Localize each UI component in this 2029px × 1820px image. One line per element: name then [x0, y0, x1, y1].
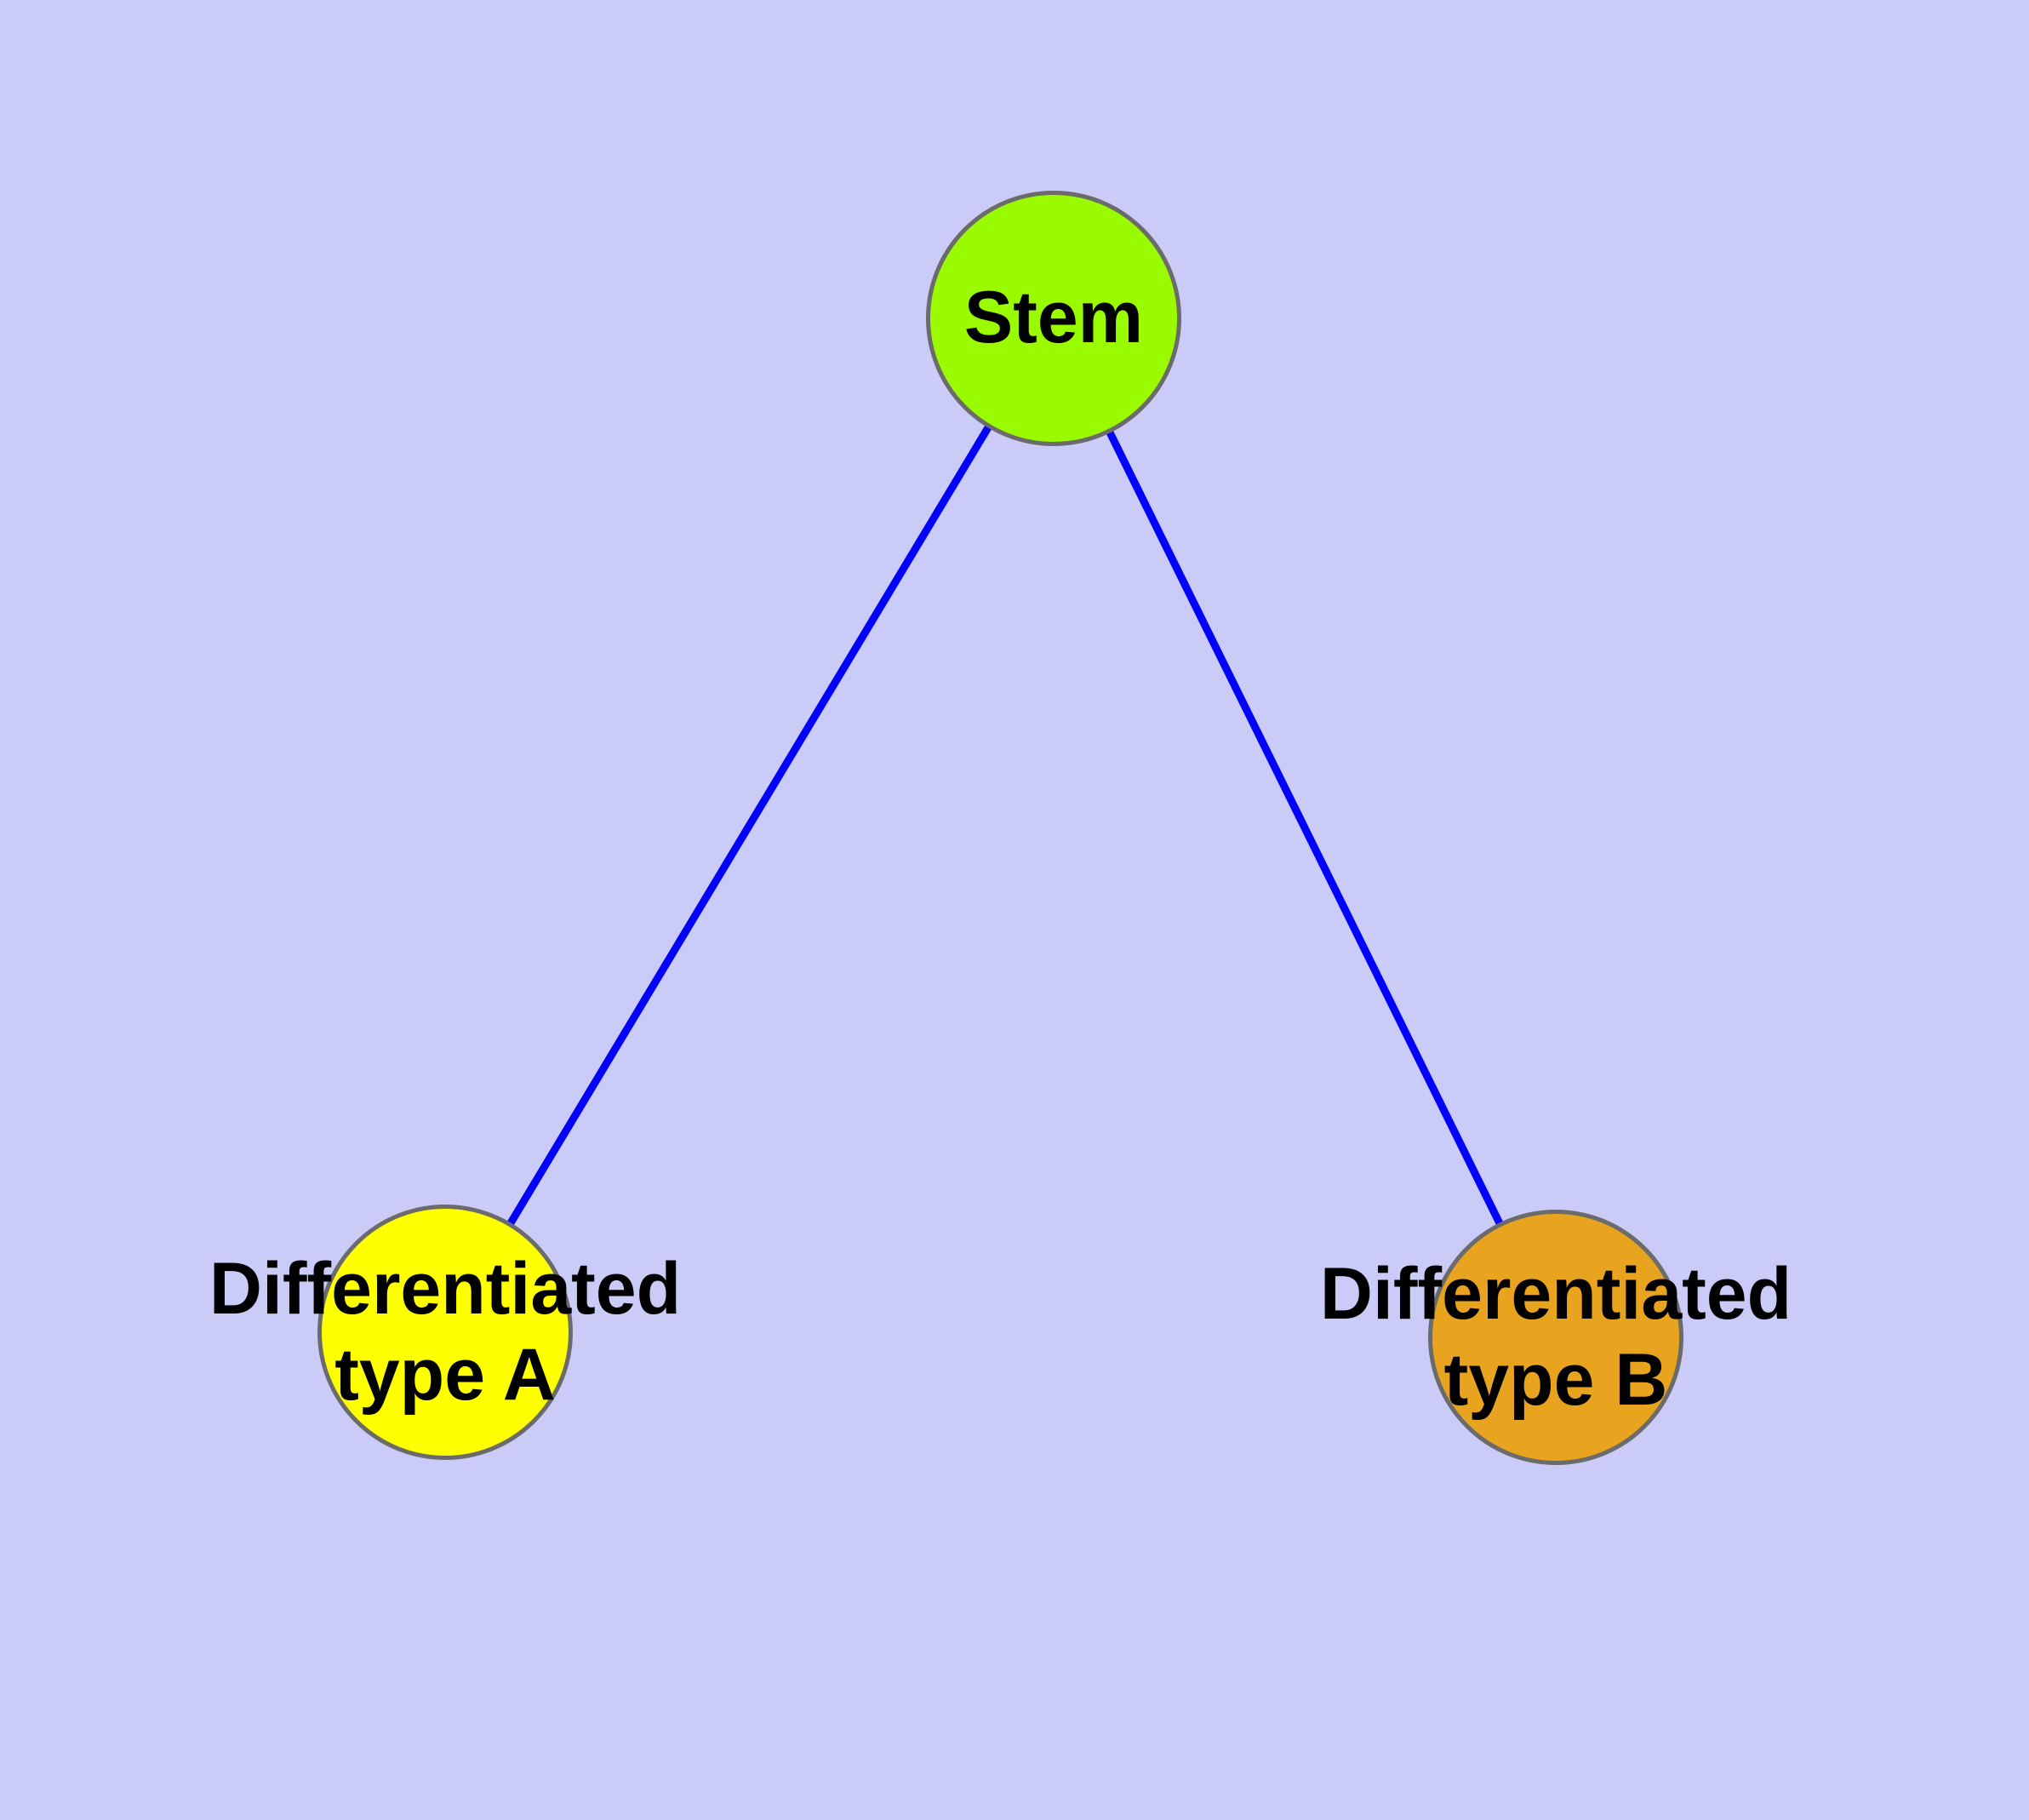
node-differentiated-type-a-label: Differentiated type A	[209, 1247, 682, 1416]
node-stem: Stem	[926, 191, 1181, 446]
edge-stem-to-type-a	[442, 316, 1057, 1335]
edge-stem-to-type-b	[1049, 317, 1560, 1339]
node-differentiated-type-a: Differentiated type A	[209, 1205, 681, 1460]
node-differentiated-type-b-label: Differentiated type B	[1319, 1252, 1792, 1421]
node-differentiated-type-b: Differentiated type B	[1320, 1210, 1792, 1465]
node-stem-label: Stem	[963, 277, 1144, 359]
